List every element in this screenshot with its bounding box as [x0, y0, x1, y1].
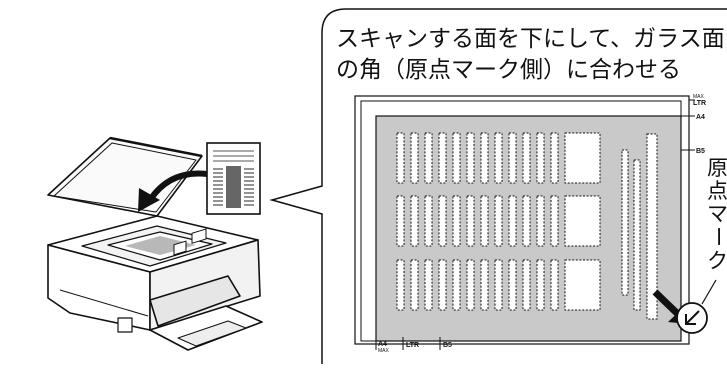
origin-label-char: マ	[707, 203, 727, 226]
origin-label-char: 原	[707, 157, 727, 180]
guide-right-a4: A4	[696, 114, 705, 121]
document-sheet	[206, 142, 261, 215]
document-text-blocks	[396, 132, 658, 320]
origin-label-char: 点	[707, 180, 727, 203]
origin-label-leader	[701, 279, 717, 305]
guide-right-maxltr-small: MAX	[693, 94, 705, 100]
guide-bottom-ltr: LTR	[406, 342, 419, 349]
control-panel	[149, 275, 241, 327]
guide-bottom-b5: B5	[443, 342, 452, 349]
printer-illustration	[47, 136, 263, 351]
guide-right-maxltr: LTR	[693, 100, 706, 107]
instruction-line-2: の角（原点マーク側）に合わせる	[336, 57, 681, 83]
guide-bottom-a4-max: MAX	[378, 348, 390, 354]
guide-bottom-a4: A4	[378, 341, 387, 348]
origin-label-char: ク	[707, 250, 727, 273]
origin-label-char: ー	[706, 226, 727, 247]
placement-arrow	[147, 170, 210, 203]
origin-mark-label: 原 点 マ ー ク	[706, 157, 727, 273]
guide-right-b5: B5	[696, 148, 705, 155]
placement-arrowhead	[138, 188, 160, 212]
instruction-line-1: スキャンする面を下にして、ガラス面	[336, 26, 725, 52]
glass-bed-outer	[354, 95, 690, 345]
